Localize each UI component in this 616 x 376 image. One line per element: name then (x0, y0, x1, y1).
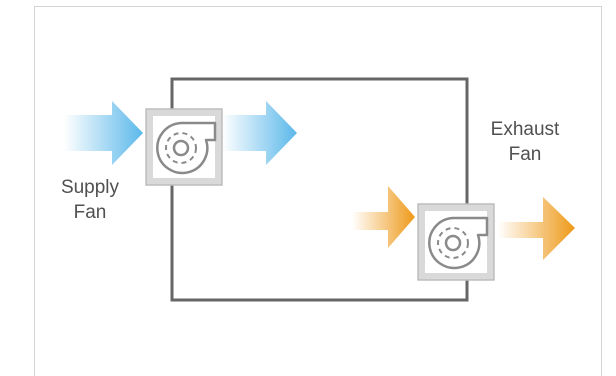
exhaust-outlet-arrow-icon (498, 197, 575, 260)
exhaust-fan-label-line2: Fan (508, 144, 542, 165)
exhaust-fan-label: Exhaust Fan (480, 117, 570, 167)
supply-inlet-arrow-icon (64, 101, 143, 165)
supply-fan-label-line1: Supply (60, 177, 120, 198)
supply-outlet-arrow-icon (222, 101, 297, 165)
supply-fan-label-line2: Fan (73, 202, 107, 223)
exhaust-inlet-arrow-icon (352, 186, 415, 248)
exhaust-fan-label-line1: Exhaust (490, 119, 560, 140)
supply-fan-label: Supply Fan (50, 175, 130, 225)
supply-fan-icon (144, 107, 224, 187)
diagram-frame (34, 6, 602, 376)
room-outline (170, 77, 469, 302)
exhaust-fan-icon (416, 202, 496, 282)
